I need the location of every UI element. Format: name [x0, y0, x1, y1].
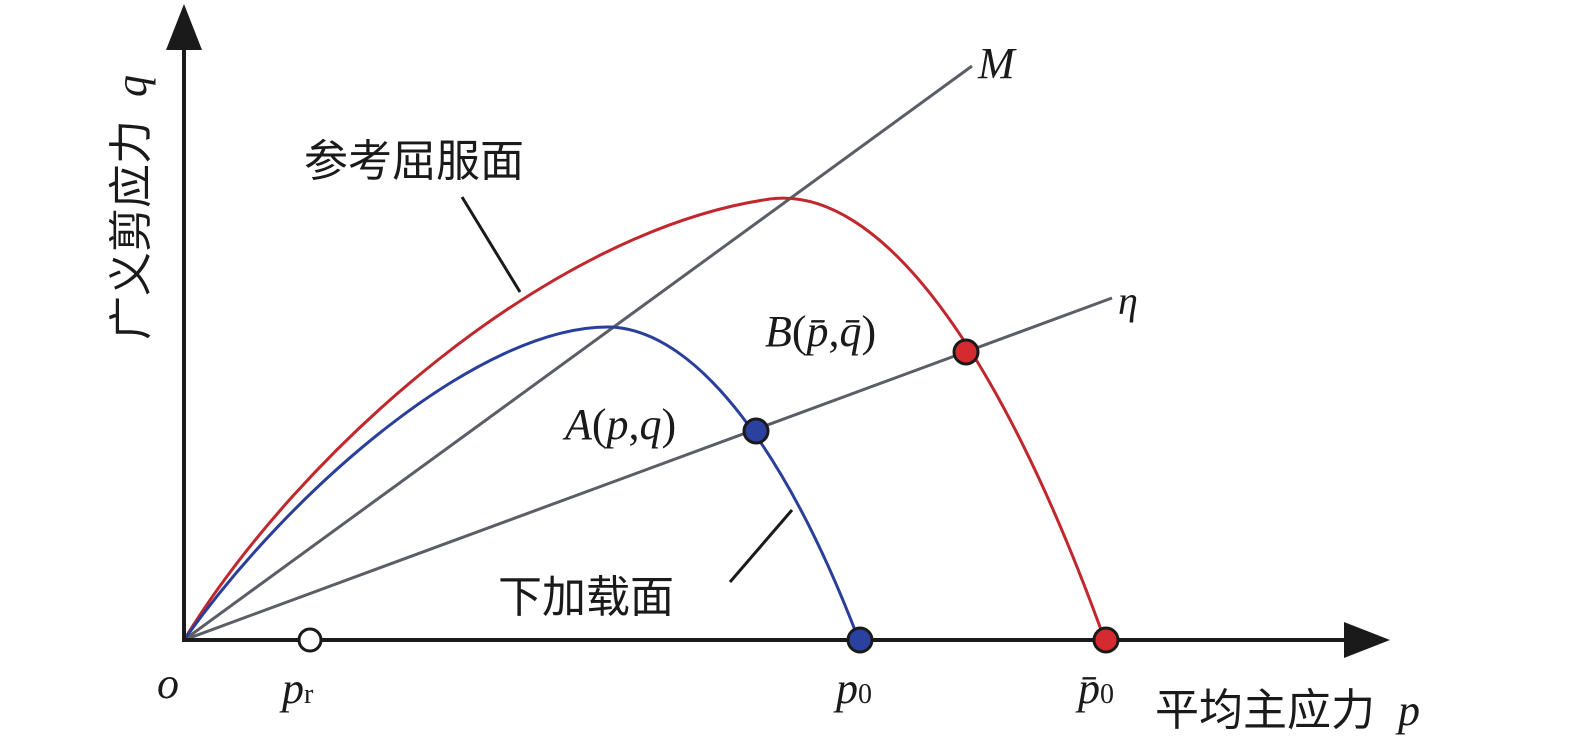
point-b [952, 338, 980, 366]
subloading-surface-curve [182, 325, 860, 641]
reference-label-leader [460, 196, 522, 293]
reference-yield-surface-curve [182, 196, 1106, 641]
y-axis-label-text: 广义剪应力 [106, 120, 157, 340]
x-axis-label-text: 平均主应力 [1155, 685, 1375, 736]
x-axis-label: 平均主应力 p [1155, 685, 1420, 736]
point-b-label: B(p̄,q̄) [765, 307, 876, 356]
origin-label: o [157, 659, 179, 708]
y-axis-variable: q [107, 75, 156, 97]
subloading-surface-label: 下加载面 [498, 572, 674, 623]
p0bar-point [1092, 626, 1120, 654]
p0bar-tick-label: p̄0 [1075, 664, 1114, 713]
x-axis-arrow [1344, 622, 1390, 658]
eta-line-label: η [1118, 278, 1138, 323]
p0-point [846, 626, 874, 654]
y-axis-label: 广义剪应力 q [106, 75, 157, 340]
m-line-label: M [977, 39, 1017, 88]
y-axis-arrow [166, 4, 202, 50]
point-a [742, 417, 770, 445]
point-a-label: A(p,q) [562, 400, 676, 449]
critical-state-line-m [183, 64, 973, 642]
pr-point [297, 627, 323, 653]
reference-yield-surface-label: 参考屈服面 [304, 136, 524, 187]
p0-tick-label: p0 [833, 664, 872, 713]
subloading-label-leader [728, 509, 794, 583]
x-axis-variable: p [1395, 686, 1420, 735]
pr-tick-label: pr [279, 664, 314, 713]
